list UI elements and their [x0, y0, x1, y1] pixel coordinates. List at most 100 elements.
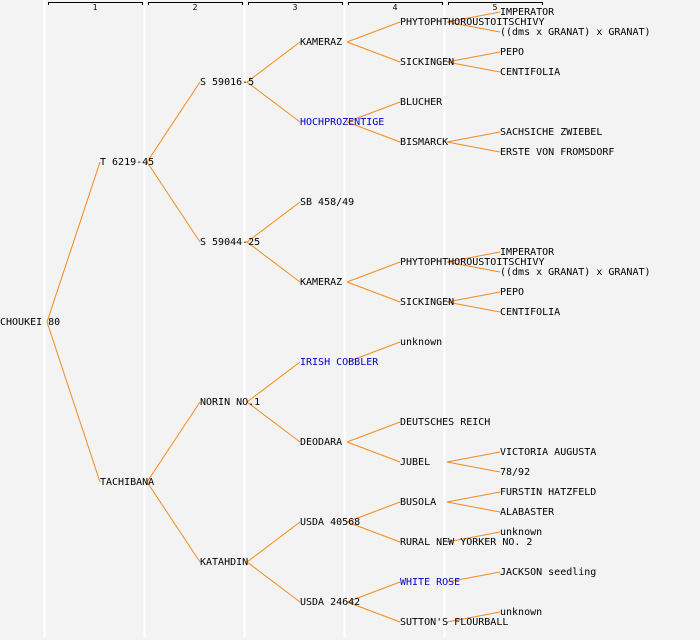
pedigree-node: CENTIFOLIA [500, 307, 560, 318]
pedigree-edge [446, 461, 501, 473]
pedigree-edge [346, 41, 401, 63]
pedigree-edge [346, 521, 401, 543]
pedigree-edge [246, 241, 301, 283]
pedigree-node: SUTTON'S FLOURBALL [400, 617, 508, 628]
pedigree-node: S 59044-25 [200, 237, 260, 248]
pedigree-edge [346, 581, 401, 603]
pedigree-edge [146, 81, 201, 163]
pedigree-edge [346, 421, 401, 443]
pedigree-edge [346, 601, 401, 623]
pedigree-edge [446, 21, 501, 33]
pedigree-node-link[interactable]: HOCHPROZENTIGE [300, 117, 384, 128]
pedigree-node: T 6219-45 [100, 157, 154, 168]
pedigree-edge [446, 251, 501, 263]
pedigree-edge [446, 291, 501, 303]
pedigree-node: RURAL NEW YORKER NO. 2 [400, 537, 532, 548]
pedigree-edge [446, 301, 501, 313]
generation-number: 5 [493, 3, 498, 12]
pedigree-edge [446, 11, 501, 23]
pedigree-edge [346, 101, 401, 123]
pedigree-node: CHOUKEI 80 [0, 317, 60, 328]
pedigree-node: unknown [500, 607, 542, 618]
pedigree-edge [446, 131, 501, 143]
pedigree-node: PEPO [500, 287, 524, 298]
pedigree-edge [246, 561, 301, 603]
pedigree-node: DEODARA [300, 437, 342, 448]
pedigree-edge [346, 501, 401, 523]
pedigree-edge [446, 141, 501, 153]
pedigree-node: unknown [500, 527, 542, 538]
pedigree-edge [146, 161, 201, 243]
generation-number: 2 [193, 3, 198, 12]
pedigree-node: 78/92 [500, 467, 530, 478]
pedigree-node: TACHIBANA [100, 477, 154, 488]
pedigree-node-link[interactable]: IRISH COBBLER [300, 357, 379, 368]
pedigree-edge [446, 491, 501, 503]
pedigree-edge [346, 441, 401, 463]
pedigree-edge [446, 531, 501, 543]
pedigree-edge [146, 481, 201, 563]
pedigree-node: JACKSON seedling [500, 567, 596, 578]
pedigree-node: SACHSICHE ZWIEBEL [500, 127, 602, 138]
generation-bracket [148, 2, 243, 5]
pedigree-node: SB 458/49 [300, 197, 354, 208]
pedigree-node: PHYTOPHTHOROUSTOITSCHIVY [400, 17, 545, 28]
pedigree-edge [146, 401, 201, 483]
pedigree-node: BLUCHER [400, 97, 443, 108]
pedigree-node: ERSTE VON FROMSDORF [500, 147, 614, 158]
pedigree-edge [446, 611, 501, 623]
pedigree-node: DEUTSCHES REICH [400, 417, 490, 428]
generation-bracket [348, 2, 443, 5]
pedigree-edge [246, 41, 301, 83]
pedigree-edge [246, 521, 301, 563]
pedigree-node: IMPERATOR [500, 7, 555, 18]
generation-bracket [48, 2, 143, 5]
pedigree-edge [46, 321, 101, 483]
generation-bracket [248, 2, 343, 5]
pedigree-node: PHYTOPHTHOROUSTOITSCHIVY [400, 257, 545, 268]
pedigree-edge [446, 51, 501, 63]
pedigree-edge [346, 281, 401, 303]
pedigree-node: PEPO [500, 47, 524, 58]
pedigree-node: IMPERATOR [500, 247, 555, 258]
pedigree-node: ((dms x GRANAT) x GRANAT) [500, 267, 651, 278]
pedigree-node: FURSTIN HATZFELD [500, 487, 596, 498]
pedigree-node: KATAHDIN [200, 557, 248, 568]
generation-bracket [448, 2, 543, 5]
pedigree-edge [46, 161, 101, 323]
pedigree-node: BISMARCK [400, 137, 448, 148]
pedigree-node: USDA 40568 [300, 517, 360, 528]
pedigree-node: NORIN NO.1 [200, 397, 260, 408]
pedigree-edge [246, 361, 301, 403]
pedigree-node: unknown [400, 337, 442, 348]
pedigree-node: ((dms x GRANAT) x GRANAT) [500, 27, 651, 38]
pedigree-labels: IMPERATOR((dms x GRANAT) x GRANAT)PHYTOP… [0, 7, 651, 628]
pedigree-node: KAMERAZ [300, 277, 342, 288]
generation-headers: 1 2 3 4 5 [48, 2, 543, 12]
pedigree-edges [46, 11, 501, 623]
pedigree-node: VICTORIA AUGUSTA [500, 447, 596, 458]
generation-number: 1 [93, 3, 98, 12]
pedigree-edge [246, 201, 301, 243]
pedigree-edge [346, 341, 401, 363]
pedigree-edge [346, 21, 401, 43]
pedigree-edge [346, 121, 401, 143]
pedigree-node-link[interactable]: WHITE ROSE [400, 577, 460, 588]
pedigree-node: CENTIFOLIA [500, 67, 560, 78]
pedigree-node: S 59016-5 [200, 77, 254, 88]
generation-separators [43, 0, 446, 637]
pedigree-edge [246, 81, 301, 123]
generation-number: 4 [393, 3, 398, 12]
pedigree-edge [446, 261, 501, 273]
pedigree-node: ALABASTER [500, 507, 555, 518]
pedigree-node: BUSOLA [400, 497, 436, 508]
pedigree-node: SICKINGEN [400, 297, 454, 308]
pedigree-edge [346, 261, 401, 283]
generation-number: 3 [293, 3, 298, 12]
pedigree-edge [246, 401, 301, 443]
pedigree-edge [446, 501, 501, 513]
pedigree-edge [446, 571, 501, 583]
pedigree-node: KAMERAZ [300, 37, 342, 48]
pedigree-node: USDA 24642 [300, 597, 360, 608]
